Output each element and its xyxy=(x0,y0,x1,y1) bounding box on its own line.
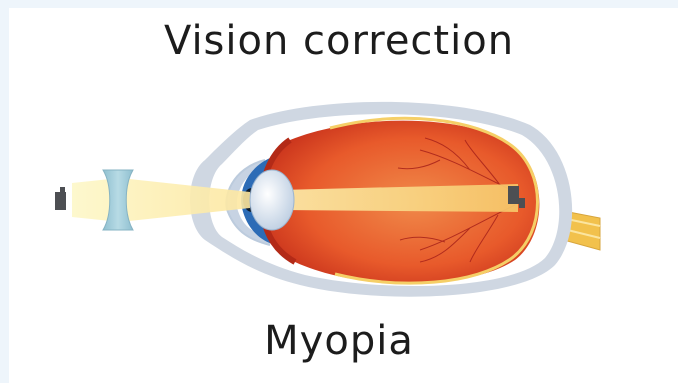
diagram-caption: Myopia xyxy=(0,318,678,364)
object-icon xyxy=(55,187,66,210)
crystalline-lens xyxy=(250,170,294,230)
